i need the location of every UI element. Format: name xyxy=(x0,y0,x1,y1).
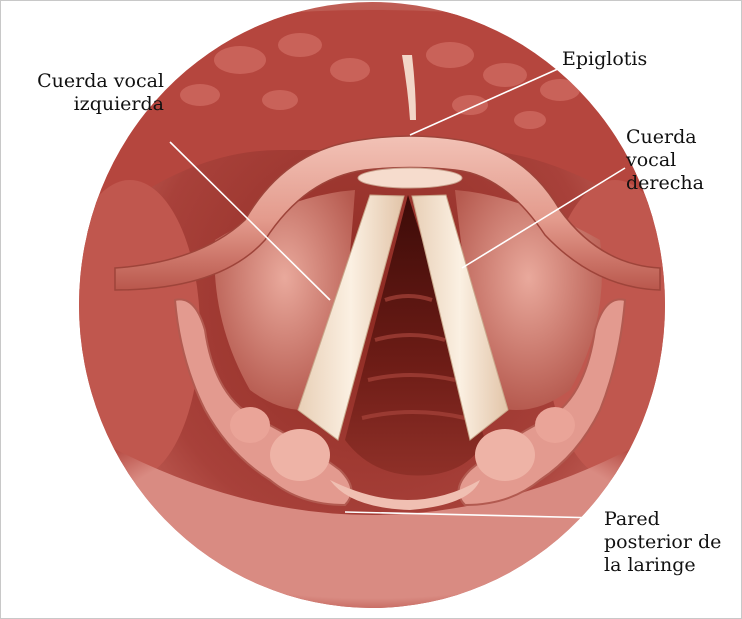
frame-border xyxy=(0,0,742,619)
larynx-diagram: Cuerda vocal izquierda Epiglotis Cuerda … xyxy=(0,0,742,619)
